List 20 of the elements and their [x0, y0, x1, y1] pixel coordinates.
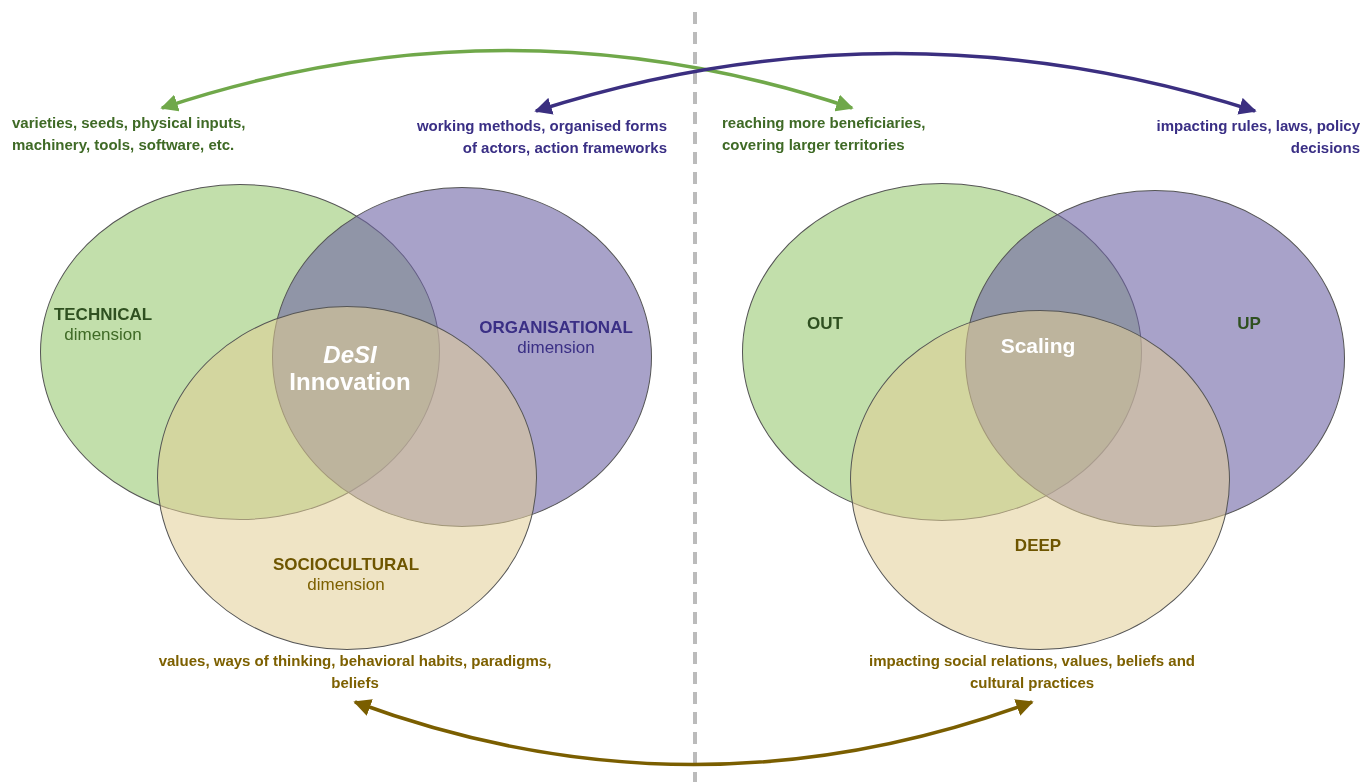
circle-heading: TECHNICAL: [53, 305, 153, 325]
curved-arrow: [160, 48, 854, 112]
center-label: DeSI Innovation: [288, 341, 412, 395]
circle-heading: SOCIOCULTURAL: [272, 555, 420, 575]
description-text: impacting social relations, values, beliefs and cultural practices: [862, 650, 1202, 694]
description-text: values, ways of thinking, behavioral habits, paradigms, beliefs: [155, 650, 555, 694]
circle-subtitle: dimension: [516, 338, 596, 358]
center-label: Scaling: [999, 332, 1077, 359]
circle-heading: OUT: [807, 314, 843, 334]
circle-heading: ORGANISATIONAL: [479, 318, 633, 338]
circle-heading: UP: [1237, 314, 1261, 334]
circle-heading: DEEP: [1014, 536, 1062, 556]
description-text: reaching more beneficiaries, covering larger territories: [722, 112, 982, 156]
description-text: working methods, organised forms of actors, action frameworks: [405, 115, 667, 159]
curved-arrow: [534, 51, 1257, 115]
circle-subtitle: dimension: [63, 325, 143, 345]
description-text: impacting rules, laws, policy decisions: [1150, 115, 1360, 159]
description-text: varieties, seeds, physical inputs, machinery, tools, software, etc.: [12, 112, 312, 156]
curved-arrow: [353, 698, 1034, 767]
circle-subtitle: dimension: [306, 575, 386, 595]
